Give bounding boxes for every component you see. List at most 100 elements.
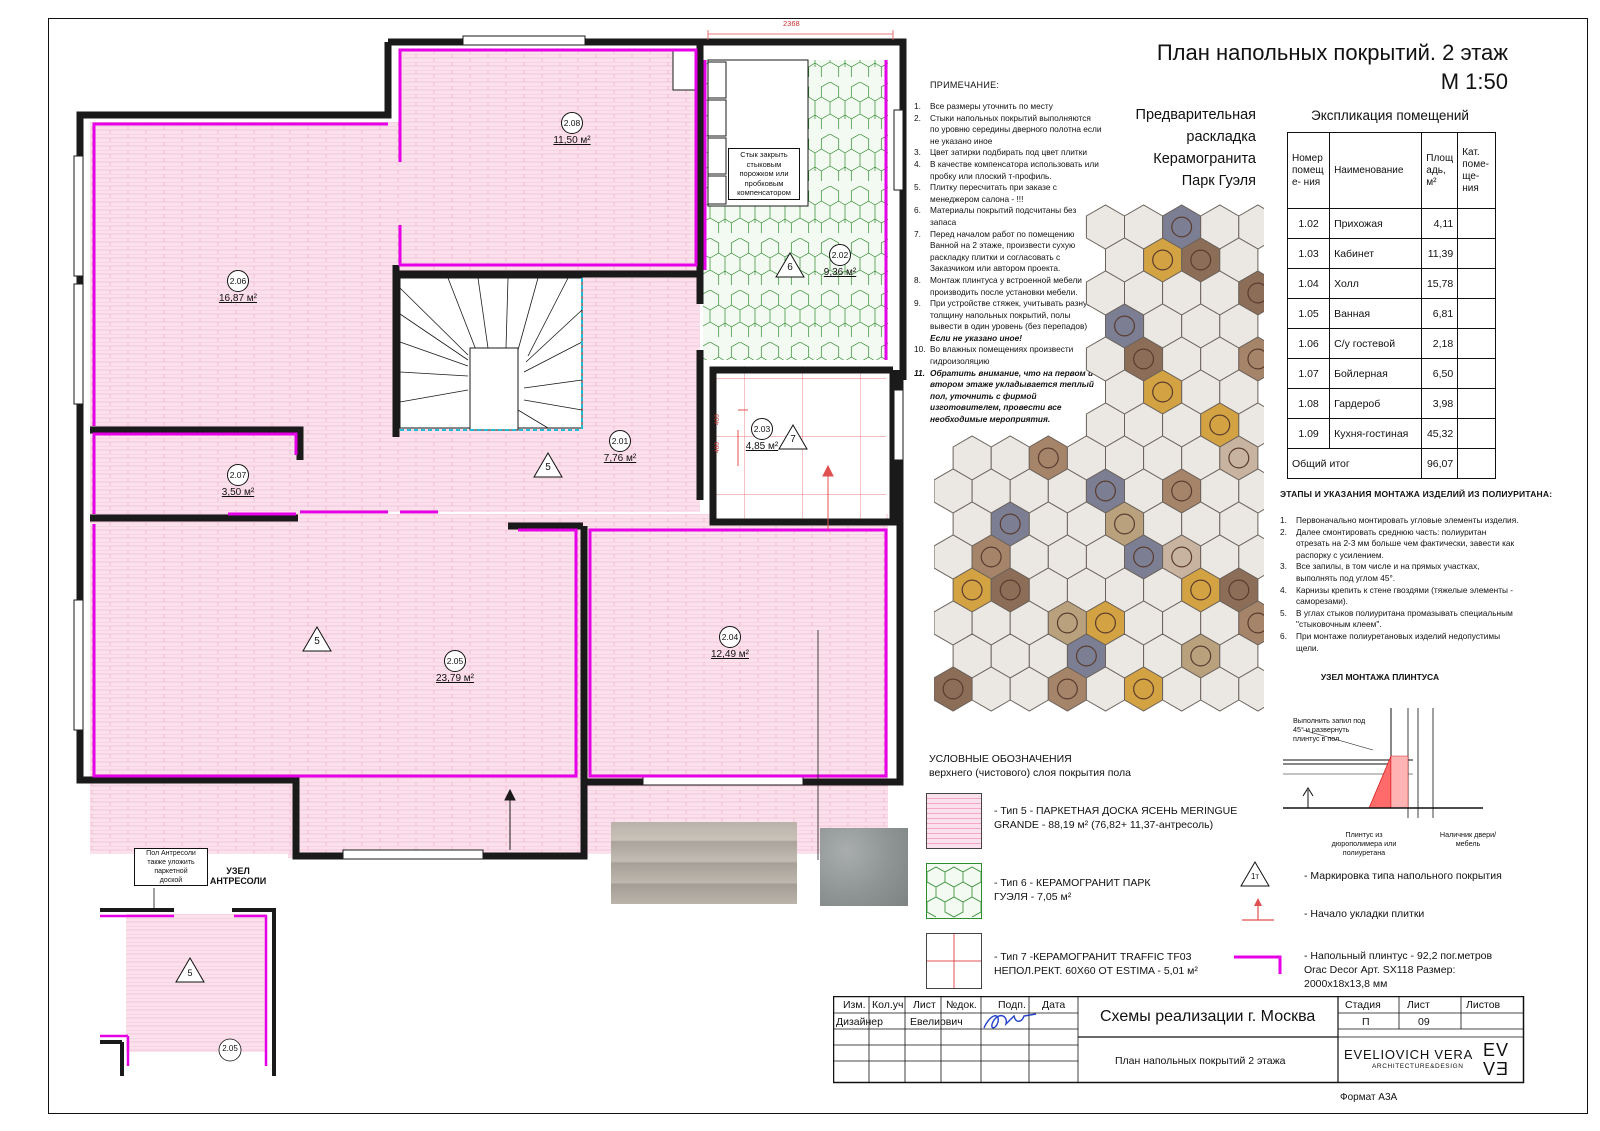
parquet-areas bbox=[90, 50, 888, 858]
type-marker-6: 6 bbox=[775, 252, 805, 283]
hex-tile-ornament bbox=[961, 579, 983, 601]
hex-tile-ornament bbox=[999, 513, 1021, 535]
room-number: 2.04 bbox=[719, 626, 741, 648]
legend-swatch-type5 bbox=[926, 793, 982, 849]
type-marker-7: 7 bbox=[778, 424, 808, 455]
room-number: 2.05 bbox=[444, 650, 466, 672]
hex-tile-ornament bbox=[999, 579, 1021, 601]
tb-h-sheets: Листов bbox=[1466, 999, 1501, 1011]
col-num: Номер помещ е- ния bbox=[1286, 132, 1331, 209]
brand-logo: EV VƎ bbox=[1482, 1040, 1509, 1079]
legend-type5: - Тип 5 - ПАРКЕТНАЯ ДОСКА ЯСЕНЬ MERINGUE… bbox=[994, 805, 1238, 831]
legend-swatch-type7 bbox=[926, 933, 982, 989]
note-item: Если не указано иное! bbox=[930, 332, 1023, 343]
stage-item: 2.Далее смонтировать среднюю часть: поли… bbox=[1280, 526, 1515, 560]
hex-tile-ornament bbox=[1171, 480, 1193, 502]
room-area: 11,50 м² bbox=[553, 135, 591, 146]
note-item: 4.В качестве компенсатора использовать и… bbox=[914, 158, 1099, 181]
note-item: 3.Цвет затирки подбирать под цвет плитки bbox=[914, 147, 1087, 158]
room-area: 12,49 м² bbox=[710, 649, 749, 660]
dimension-value: 2368 bbox=[783, 19, 800, 28]
hex-tile-ornament bbox=[1190, 645, 1212, 667]
tb-h-stage: Стадия bbox=[1345, 999, 1381, 1011]
mezzanine-marker: 5 bbox=[187, 968, 193, 978]
legend-marker-text: - Маркировка типа напольного покрытия bbox=[1304, 870, 1502, 882]
hex-tile-ornament bbox=[1114, 513, 1136, 535]
note-item: 11.Обратить внимание, что на первом и вт… bbox=[914, 367, 1094, 425]
plinth-note-2: Плинтус из дюрополимера или полиуретана bbox=[1331, 830, 1397, 857]
stages-list: 1.Первоначально монтировать угловые элем… bbox=[1280, 515, 1520, 654]
tile-start-arrows bbox=[504, 409, 834, 850]
small-dim-a: 400 bbox=[713, 414, 721, 425]
tb-project: Схемы реализации г. Москва bbox=[1100, 1008, 1316, 1025]
hex-tile-ornament bbox=[1171, 546, 1193, 568]
notes-heading: ПРИМЕЧАНИЕ: bbox=[930, 80, 1000, 90]
stage-item: 4.Карнизы крепить к стене гвоздями (тяже… bbox=[1280, 584, 1514, 607]
note-item: 1.Все размеры уточнить по месту bbox=[914, 101, 1053, 111]
note-item: 8.Монтаж плинтуса у встроенной мебели пр… bbox=[914, 274, 1082, 297]
room-area: 9,36 м² bbox=[823, 267, 857, 278]
note-item: 10.Во влажных помещениях произвести гидр… bbox=[914, 344, 1074, 367]
note-item: 6.Материалы покрытий подсчитаны без запа… bbox=[914, 205, 1077, 227]
floor-plan bbox=[73, 30, 907, 860]
hex-tile-ornament bbox=[1133, 546, 1155, 568]
stage-item: 1.Первоначально монтировать угловые элем… bbox=[1280, 515, 1519, 525]
hex-tile-ornament bbox=[1228, 447, 1250, 469]
tb-brand: EVELIOVICH VERA bbox=[1344, 1047, 1474, 1062]
room-number: 2.08 bbox=[561, 112, 583, 134]
stages-heading: ЭТАПЫ И УКАЗАНИЯ МОНТАЖА ИЗДЕЛИЙ ИЗ ПОЛИ… bbox=[1280, 489, 1553, 499]
sheet-title: План напольных покрытий. 2 этаж М 1:50 bbox=[1156, 40, 1508, 94]
title-block-grid bbox=[833, 996, 1525, 1084]
windows bbox=[73, 35, 904, 860]
tb-name: Евелиович bbox=[910, 1016, 963, 1028]
legend-heading: УСЛОВНЫЕ ОБОЗНАЧЕНИЯ верхнего (чистового… bbox=[929, 753, 1132, 779]
tb-h-sheet: Лист bbox=[1407, 999, 1430, 1011]
hex-tile-ornament bbox=[1152, 381, 1174, 403]
room-area: 7,76 м² bbox=[603, 453, 637, 464]
room-area: 16,87 м² bbox=[218, 293, 257, 304]
tb-h-kol: Кол.уч bbox=[872, 999, 904, 1011]
plinth-lines bbox=[92, 48, 888, 778]
tb-h-doc: №док. bbox=[946, 999, 977, 1011]
legend-plinth-text: - Напольный плинтус - 92,2 пог.метров Or… bbox=[1304, 950, 1493, 990]
hex-tile-ornament bbox=[1037, 447, 1059, 469]
tb-role: Дизайнер bbox=[836, 1016, 883, 1028]
legend-start-text: - Начало укладки плитки bbox=[1304, 908, 1425, 920]
type-marker-5-room: 5 bbox=[302, 626, 332, 657]
plinth-node-drawing bbox=[1283, 708, 1483, 818]
stage-item: 6.При монтаже полиуретановых изделий нед… bbox=[1280, 630, 1501, 653]
hex-tile-ornament bbox=[1247, 348, 1264, 370]
hex-tile-ornament bbox=[1094, 612, 1116, 634]
hex-tile-ornament bbox=[1056, 678, 1078, 700]
signature bbox=[983, 1013, 1037, 1029]
hex-tile-ornament bbox=[1114, 315, 1136, 337]
plain-hex-tile bbox=[1238, 666, 1264, 712]
tb-h-date: Дата bbox=[1042, 999, 1066, 1011]
room-area: 23,79 м² bbox=[435, 673, 474, 684]
ceramic-sample-image bbox=[820, 828, 908, 906]
plinth-node-title: УЗЕЛ МОНТАЖА ПЛИНТУСА bbox=[1320, 672, 1440, 682]
tb-format: Формат А3А bbox=[1340, 1092, 1398, 1103]
room-area: 3,50 м² bbox=[221, 487, 255, 498]
tb-brand-sub: ARCHITECTURE&DESIGN bbox=[1372, 1063, 1464, 1070]
hex-tile-ornament bbox=[1247, 282, 1264, 304]
room-number: 2.02 bbox=[829, 244, 851, 266]
staircase bbox=[399, 277, 583, 431]
hex-tile-ornament bbox=[1152, 249, 1174, 271]
col-name: Наименование bbox=[1329, 132, 1423, 209]
tb-stage: П bbox=[1362, 1016, 1370, 1028]
